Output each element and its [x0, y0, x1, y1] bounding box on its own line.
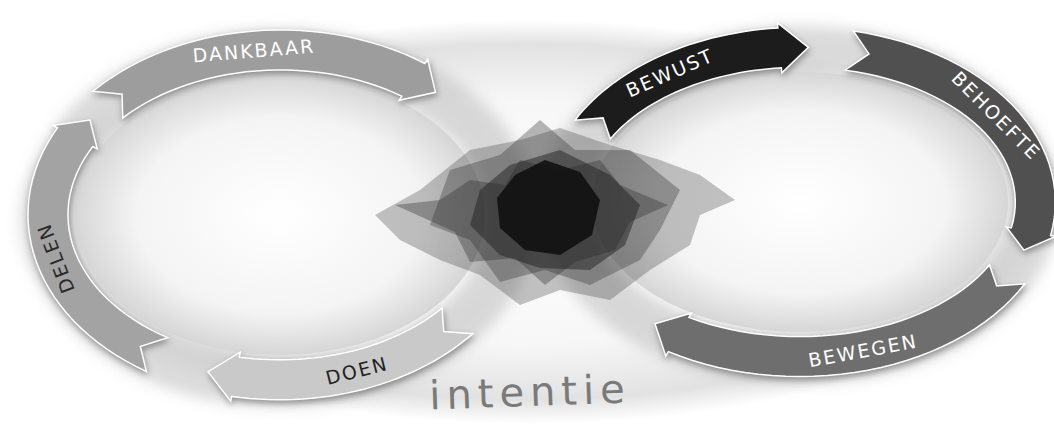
arrow-segment: BEHOEFTE [843, 29, 1054, 252]
arrow-shape [573, 21, 810, 141]
blot-layer [375, 128, 735, 305]
arrow-band [93, 30, 436, 118]
blot-layer [430, 120, 680, 285]
blot-core [497, 160, 600, 255]
arrow-band [575, 23, 808, 139]
arrow-segment: BEWUST [573, 21, 810, 141]
arrow-band [28, 120, 168, 372]
arrow-band [655, 265, 1025, 377]
arrow-segment: DELEN [26, 118, 170, 374]
loop-inner [592, 72, 1008, 332]
step-label: BEHOEFTE [948, 69, 1044, 165]
blot-layer [470, 150, 640, 270]
arrow-segment: DANKBAAR [91, 28, 438, 120]
loop-inner [75, 75, 485, 355]
blot-layer [395, 160, 668, 285]
theme-label: intentie [429, 368, 632, 415]
arrow-band [845, 31, 1054, 250]
arrow-segment: BEWEGEN [653, 263, 1027, 379]
